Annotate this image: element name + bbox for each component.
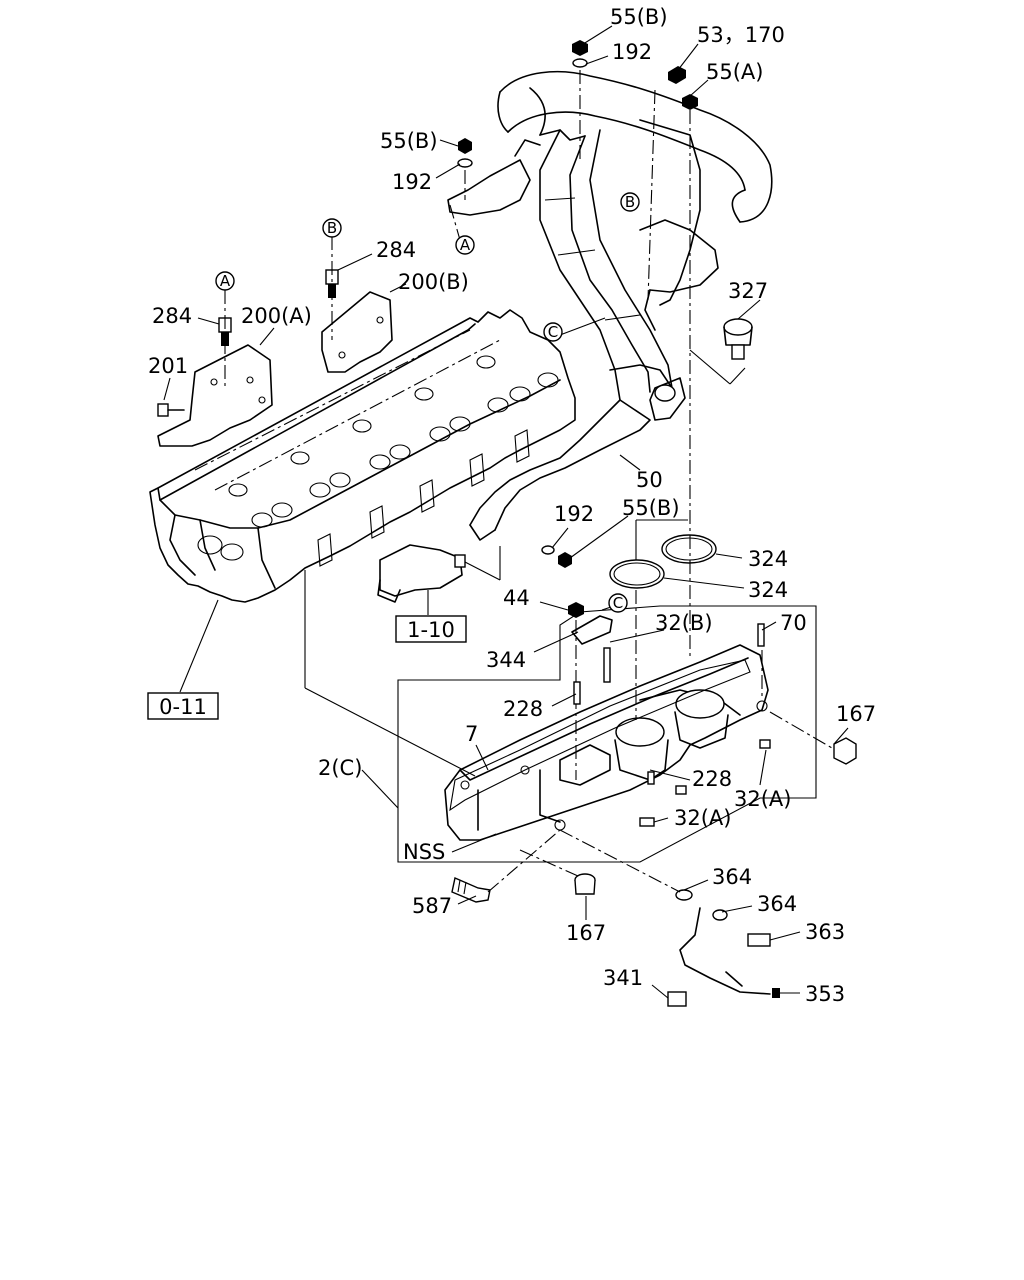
label-341: 341 bbox=[603, 966, 643, 990]
label-7: 7 bbox=[465, 722, 478, 746]
bracket-200a bbox=[157, 344, 273, 447]
marker-a-pipe: A bbox=[455, 235, 475, 255]
nut-55b-mid bbox=[558, 552, 572, 568]
bracket-200b bbox=[321, 291, 393, 373]
label-344: 344 bbox=[486, 648, 526, 672]
plug-167-bottom bbox=[574, 873, 596, 895]
bolt-53 bbox=[647, 66, 686, 301]
marker-c-bracket: C bbox=[608, 593, 628, 613]
bolt-201 bbox=[157, 403, 185, 417]
label-364-b: 364 bbox=[757, 892, 797, 916]
label-327: 327 bbox=[728, 279, 768, 303]
plug-587 bbox=[451, 877, 491, 903]
ref-1-10-text: 1-10 bbox=[407, 618, 455, 642]
label-32b: 32(B) bbox=[655, 611, 713, 635]
cylinder-head bbox=[149, 309, 576, 603]
bolt-167-right bbox=[833, 737, 857, 765]
marker-a-text-1: A bbox=[220, 272, 231, 290]
label-228-b: 228 bbox=[692, 767, 732, 791]
label-2c: 2(C) bbox=[318, 756, 362, 780]
marker-b-pipe: B bbox=[620, 192, 640, 212]
label-324-b: 324 bbox=[748, 578, 788, 602]
label-44: 44 bbox=[503, 586, 530, 610]
label-53-170: 53，170 bbox=[697, 23, 785, 47]
label-192-left: 192 bbox=[392, 170, 432, 194]
washer-192-mid bbox=[541, 545, 555, 555]
label-364-a: 364 bbox=[712, 865, 752, 889]
bolt-32a bbox=[639, 739, 771, 827]
stud-284-a bbox=[218, 290, 232, 390]
nut-55a bbox=[682, 94, 698, 110]
marker-c-text-2: C bbox=[613, 594, 623, 612]
washer-192-top bbox=[572, 58, 588, 68]
label-324-a: 324 bbox=[748, 547, 788, 571]
label-228-a: 228 bbox=[503, 697, 543, 721]
part-labels: 55(B) 192 53，170 55(A) 55(B) 192 284 200… bbox=[148, 5, 876, 1006]
label-70: 70 bbox=[780, 611, 807, 635]
studs-228 bbox=[573, 647, 655, 785]
label-192-top: 192 bbox=[612, 40, 652, 64]
label-363: 363 bbox=[805, 920, 845, 944]
nut-55b-left bbox=[458, 138, 472, 154]
label-55a: 55(A) bbox=[706, 60, 763, 84]
marker-c-text-1: C bbox=[548, 323, 558, 341]
label-192-mid: 192 bbox=[554, 502, 594, 526]
label-32a-a: 32(A) bbox=[734, 787, 791, 811]
label-167-bottom: 167 bbox=[566, 921, 606, 945]
marker-a-text-2: A bbox=[460, 236, 471, 254]
label-284-b: 284 bbox=[376, 238, 416, 262]
sensor-327 bbox=[723, 318, 753, 360]
mount-bracket bbox=[377, 544, 466, 603]
ref-0-11-text: 0-11 bbox=[159, 695, 207, 719]
leader-lines bbox=[163, 25, 849, 999]
stud-284-b bbox=[325, 236, 339, 340]
bracket-344 bbox=[571, 615, 613, 645]
label-167-right: 167 bbox=[836, 702, 876, 726]
label-55b-mid: 55(B) bbox=[622, 496, 680, 520]
label-353: 353 bbox=[805, 982, 845, 1006]
label-55b-left: 55(B) bbox=[380, 129, 438, 153]
o-ring-324-upper bbox=[661, 534, 717, 564]
label-200a: 200(A) bbox=[241, 304, 312, 328]
marker-b-text-1: B bbox=[327, 219, 337, 237]
marker-a-bracket: A bbox=[215, 271, 235, 291]
label-200b: 200(B) bbox=[398, 270, 469, 294]
ref-box-1-10: 1-10 bbox=[395, 615, 467, 643]
head-ports bbox=[197, 355, 559, 561]
assembly-outline bbox=[397, 605, 817, 863]
marker-b-bracket: B bbox=[322, 218, 342, 238]
label-32a-b: 32(A) bbox=[674, 806, 731, 830]
marker-b-text-2: B bbox=[625, 193, 635, 211]
nut-44 bbox=[568, 602, 584, 618]
stud-70 bbox=[757, 623, 765, 647]
o-ring-324-lower bbox=[609, 559, 665, 589]
label-nss: NSS bbox=[403, 840, 445, 864]
ref-box-0-11: 0-11 bbox=[147, 692, 219, 720]
washer-192-left bbox=[457, 158, 473, 168]
label-587: 587 bbox=[412, 894, 452, 918]
label-55b-top: 55(B) bbox=[610, 5, 668, 29]
marker-c-pipe: C bbox=[543, 322, 563, 342]
label-284-a: 284 bbox=[152, 304, 192, 328]
pipe-341 bbox=[667, 889, 780, 1007]
label-50: 50 bbox=[636, 468, 663, 492]
egr-pipe-assembly bbox=[447, 70, 773, 541]
intake-port-windows bbox=[317, 429, 530, 567]
label-201: 201 bbox=[148, 354, 188, 378]
